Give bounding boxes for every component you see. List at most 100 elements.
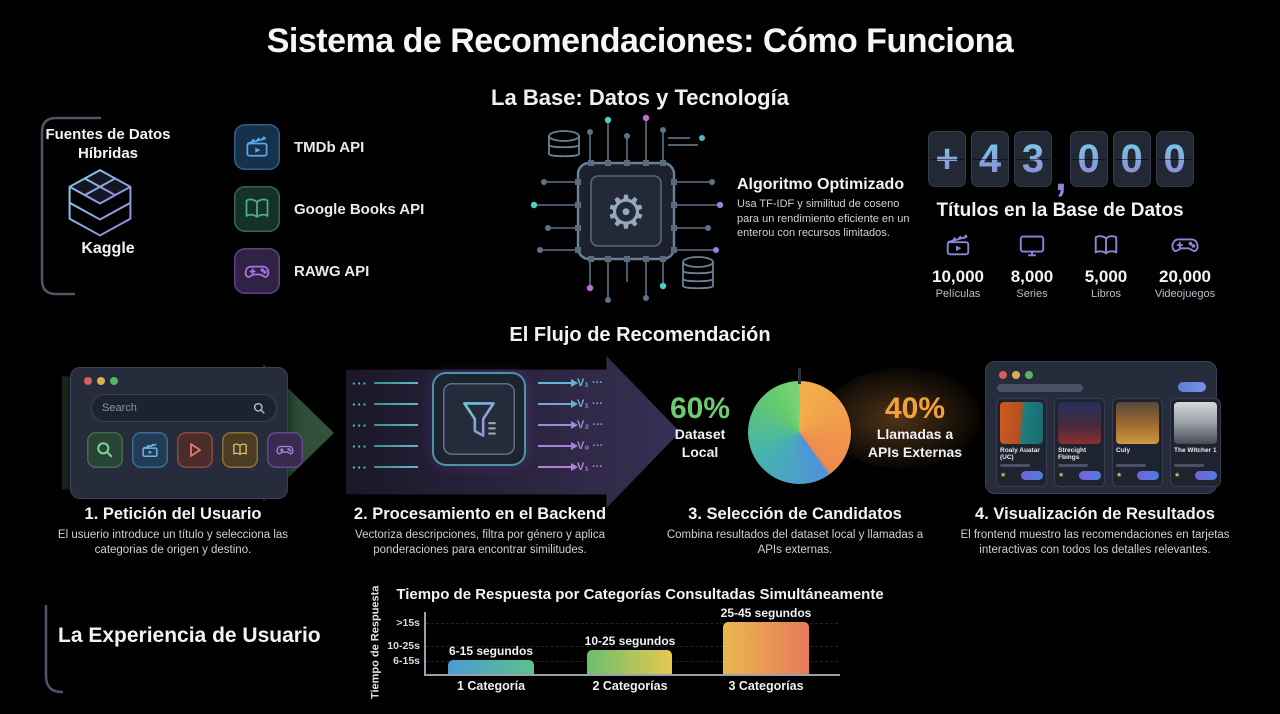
card-title: The Witcher 1 (1174, 447, 1217, 454)
step2-filter-chip (432, 372, 526, 466)
counter-digit: 0 (1077, 137, 1100, 181)
counter-digit: 0 (1120, 137, 1143, 181)
card-title: Roaly Auatar (UC) (1000, 447, 1040, 462)
movie-poster (1000, 402, 1043, 444)
result-card[interactable]: Culy ★ (1112, 398, 1163, 487)
close-light (999, 371, 1007, 379)
clapperboard-icon (246, 136, 268, 157)
experience-bracket (44, 604, 64, 694)
flow-blob-step3 (826, 368, 981, 468)
category-play-tile[interactable] (177, 432, 213, 468)
local-label: Dataset Local (655, 426, 745, 461)
result-card[interactable]: The Witcher 1 ★ (1170, 398, 1221, 487)
step-description: El frontend muestro las recomendaciones … (960, 529, 1230, 556)
x-category-label: 3 Categorías (728, 679, 804, 693)
search-icon (253, 402, 265, 414)
api-item-books: Google Books API (234, 186, 424, 232)
category-games-tile[interactable] (267, 432, 303, 468)
input-dots: ··· (352, 396, 368, 412)
clapperboard-icon (142, 443, 158, 457)
stat-label: Películas (935, 288, 981, 300)
api-label: Llamadas a APIs Externas (855, 426, 975, 461)
stat-videojuegos: 20,000 Videojuegos (1142, 231, 1228, 300)
counter-tile: 4 (971, 131, 1009, 187)
stat-label: Videojuegos (1154, 288, 1216, 300)
input-dots: ··· (352, 417, 368, 433)
card-action-button[interactable] (1021, 471, 1043, 480)
step4-caption: 4. Visualización de Resultados El fronte… (955, 505, 1235, 558)
stat-value: 5,000 (1084, 267, 1128, 286)
counter-comma: , (1055, 151, 1067, 199)
counter-tile: 0 (1069, 131, 1108, 187)
gear-icon: ⚙ (605, 186, 646, 238)
clapperboard-icon (946, 234, 970, 256)
input-dots: ··· (352, 459, 368, 475)
pie-chart (748, 381, 851, 484)
movie-poster (1058, 402, 1101, 444)
pie-left-legend: 60% Dataset Local (655, 392, 745, 461)
star-icon: ★ (1174, 472, 1181, 479)
window-traffic-lights (999, 371, 1033, 379)
bar-3-categorias (723, 622, 809, 674)
result-cards: Roaly Auatar (UC) ★ Strecight Fbings ★ C (996, 398, 1221, 487)
category-books-tile[interactable] (222, 432, 258, 468)
vector-output-label: V₁ ··· (577, 398, 603, 410)
y-tick: >15s (396, 617, 420, 629)
counter-tile: 0 (1155, 131, 1194, 187)
header-pill-button[interactable] (1178, 382, 1206, 392)
step2-inputs: ··· ··· ··· ··· ··· (352, 376, 418, 474)
rawg-tile (234, 248, 280, 294)
bar-value-label: 10-25 segundos (584, 634, 676, 648)
card-action-button[interactable] (1195, 471, 1217, 480)
category-tiles (87, 432, 303, 468)
algorithm-description: Usa TF-IDF y similitud de coseno para un… (737, 198, 910, 240)
card-meta-line (1116, 464, 1147, 467)
open-book-icon (245, 198, 269, 218)
minimize-light (1012, 371, 1020, 379)
step2-outputs: V₁ ··· V₁ ··· V₂ ··· V₀ ··· V₁ ··· (538, 376, 603, 474)
category-search-tile[interactable] (87, 432, 123, 468)
category-movies-tile[interactable] (132, 432, 168, 468)
local-percentage: 60% (669, 392, 731, 425)
search-input[interactable]: Search (91, 394, 277, 422)
counter-tile: 0 (1112, 131, 1151, 187)
search-bar-stub[interactable] (997, 384, 1083, 392)
api-item-tmdb: TMDb API (234, 124, 364, 170)
card-action-button[interactable] (1137, 471, 1159, 480)
search-placeholder: Search (102, 402, 137, 414)
page-title: Sistema de Recomendaciones: Cómo Funcion… (266, 22, 1014, 60)
local-label-line1: Dataset (674, 426, 726, 442)
step-title: 4. Visualización de Resultados (975, 505, 1215, 523)
window-traffic-lights (84, 377, 118, 385)
step1-browser-window: Search (70, 367, 303, 499)
kaggle-cube-icon (68, 169, 132, 237)
step-title: 3. Selección de Candidatos (688, 505, 902, 523)
vector-output-label: V₁ ··· (577, 461, 603, 473)
stat-libros: 5,000 Libros (1063, 231, 1149, 300)
card-action-button[interactable] (1079, 471, 1101, 480)
result-card[interactable]: Strecight Fbings ★ (1054, 398, 1105, 487)
y-tick: 10-25s (387, 640, 420, 652)
stat-value: 10,000 (932, 267, 984, 286)
x-category-label: 1 Categoría (456, 679, 526, 693)
card-title: Strecight Fbings (1058, 447, 1087, 462)
bar-2-categorias (587, 650, 672, 674)
stat-label: Libros (1091, 288, 1121, 300)
card-meta-line (1174, 464, 1205, 467)
database-icon (548, 130, 580, 158)
card-meta-line (1000, 464, 1031, 467)
counter-digit: 3 (1021, 137, 1045, 181)
tmdb-tile (234, 124, 280, 170)
result-card[interactable]: Roaly Auatar (UC) ★ (996, 398, 1047, 487)
counter-digit: + (935, 137, 959, 181)
flow-heading: El Flujo de Recomendación (509, 324, 771, 346)
gamepad-icon (276, 445, 294, 455)
stat-peliculas: 10,000 Películas (915, 231, 1001, 300)
stat-series: 8,000 Series (989, 231, 1075, 300)
vector-output-label: V₁ ··· (577, 377, 603, 389)
step-title: 2. Procesamiento en el Backend (353, 505, 607, 523)
circuit-chip-illustration: ⚙ (530, 114, 724, 303)
chart-title: Tiempo de Respuesta por Categorías Consu… (396, 586, 884, 603)
database-icon (682, 256, 714, 290)
counter-digit: 0 (1163, 137, 1186, 181)
